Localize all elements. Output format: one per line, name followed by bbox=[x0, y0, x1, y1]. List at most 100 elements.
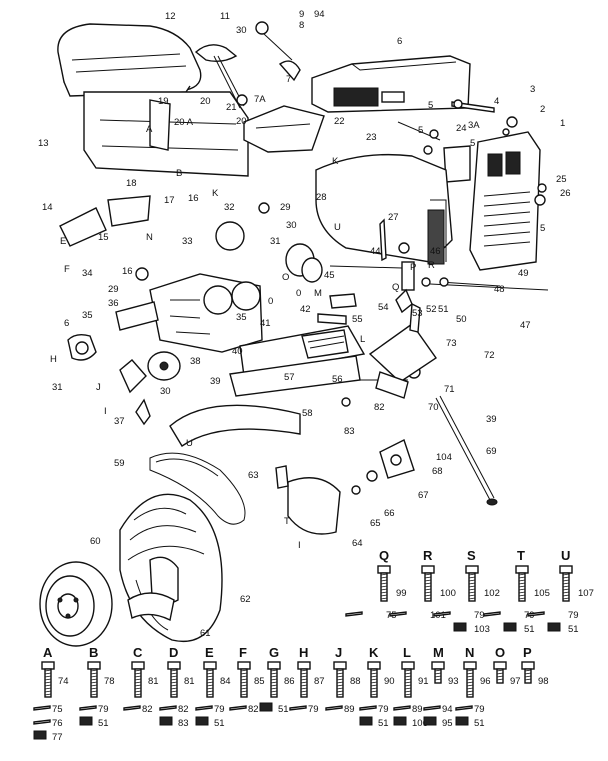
callout-66: 66 bbox=[384, 508, 395, 519]
hardware-part-number: 90 bbox=[384, 676, 395, 687]
hardware-part-number: 81 bbox=[184, 676, 195, 687]
callout-5d: 5 bbox=[540, 223, 545, 234]
callout-59: 59 bbox=[114, 458, 125, 469]
callout-49: 49 bbox=[518, 268, 529, 279]
hardware-sub-part: 51 bbox=[98, 718, 109, 729]
callout-62: 62 bbox=[240, 594, 251, 605]
hardware-sub-part: 89 bbox=[344, 704, 355, 715]
hardware-sub-part: 77 bbox=[52, 732, 63, 743]
hardware-part-number: 97 bbox=[510, 676, 521, 687]
callout-21: 21 bbox=[226, 102, 237, 113]
callout-3a: 3A bbox=[468, 120, 480, 131]
hardware-part-number: 87 bbox=[314, 676, 325, 687]
hardware-letter: H bbox=[299, 645, 308, 660]
hardware-letter: F bbox=[239, 645, 247, 660]
callout-34: 34 bbox=[82, 268, 93, 279]
callout-36: 36 bbox=[108, 298, 119, 309]
callout-60: 60 bbox=[90, 536, 101, 547]
callout-72: 72 bbox=[484, 350, 495, 361]
callout-57: 57 bbox=[284, 372, 295, 383]
callout-3: 3 bbox=[530, 84, 535, 95]
ref-l: L bbox=[360, 334, 365, 345]
callout-16b: 16 bbox=[122, 266, 133, 277]
rear-fender bbox=[169, 404, 301, 447]
callout-30: 30 bbox=[236, 25, 247, 36]
hardware-sub-part: 79 bbox=[568, 610, 579, 621]
callout-17: 17 bbox=[164, 195, 175, 206]
hardware-sub-part: 51 bbox=[524, 624, 535, 635]
side-shroud bbox=[315, 153, 453, 265]
callout-24: 24 bbox=[456, 123, 467, 134]
ref-m: M bbox=[314, 288, 322, 299]
callout-55: 55 bbox=[352, 314, 363, 325]
hardware-sub-part: 51 bbox=[214, 718, 225, 729]
callout-65: 65 bbox=[370, 518, 381, 529]
callout-16: 16 bbox=[188, 193, 199, 204]
callout-47: 47 bbox=[520, 320, 531, 331]
ref-j: J bbox=[96, 382, 101, 393]
hardware-letter: M bbox=[433, 645, 444, 660]
callout-25: 25 bbox=[556, 174, 567, 185]
ref-q: Q bbox=[392, 282, 399, 293]
hood bbox=[311, 55, 471, 113]
steering-column bbox=[194, 21, 301, 109]
callout-19: 19 bbox=[158, 96, 169, 107]
mower-bracket bbox=[368, 323, 437, 399]
callout-1: 1 bbox=[560, 118, 565, 129]
callout-0: 0 bbox=[296, 288, 301, 299]
hardware-sub-part: 51 bbox=[378, 718, 389, 729]
hardware-part-number: 84 bbox=[220, 676, 231, 687]
hardware-sub-part: 79 bbox=[98, 704, 109, 715]
callout-44: 44 bbox=[370, 246, 381, 257]
ref-ia: I bbox=[298, 540, 301, 551]
hardware-p: P98 bbox=[521, 645, 549, 687]
belt-guard bbox=[287, 477, 341, 535]
callout-42: 42 bbox=[300, 304, 311, 315]
hardware-letter: Q bbox=[379, 548, 389, 563]
callout-31b: 31 bbox=[52, 382, 63, 393]
hardware-part-number: 105 bbox=[534, 588, 550, 599]
callout-2: 2 bbox=[540, 104, 545, 115]
callout-61: 61 bbox=[200, 628, 211, 639]
callout-20b: 20 bbox=[236, 116, 247, 127]
callout-30c: 30 bbox=[160, 386, 171, 397]
hardware-sub-part: 79 bbox=[214, 704, 225, 715]
hardware-letter: E bbox=[205, 645, 214, 660]
hardware-r: R100101 bbox=[389, 548, 456, 621]
callout-52: 52 bbox=[426, 304, 437, 315]
hardware-letter: C bbox=[133, 645, 143, 660]
hardware-part-number: 96 bbox=[480, 676, 491, 687]
hardware-sub-part: 75 bbox=[52, 704, 63, 715]
hardware-sub-part: 82 bbox=[248, 704, 259, 715]
callout-7: 7 bbox=[286, 74, 291, 85]
callout-94: 94 bbox=[314, 9, 325, 20]
hardware-letter: O bbox=[495, 645, 505, 660]
callout-0b: 0 bbox=[268, 296, 273, 307]
mount-bracket bbox=[341, 397, 415, 495]
ref-ub: U bbox=[186, 438, 193, 449]
hardware-letter: K bbox=[369, 645, 379, 660]
callout-29: 29 bbox=[280, 202, 291, 213]
callout-73: 73 bbox=[446, 338, 457, 349]
hardware-part-number: 91 bbox=[418, 676, 429, 687]
ref-h: H bbox=[50, 354, 57, 365]
ref-u: U bbox=[334, 222, 341, 233]
hardware-sub-part: 79 bbox=[474, 704, 485, 715]
ref-i: I bbox=[104, 406, 107, 417]
callout-4: 4 bbox=[494, 96, 499, 107]
callout-20: 20 bbox=[200, 96, 211, 107]
callout-64: 64 bbox=[352, 538, 363, 549]
callout-37: 37 bbox=[114, 416, 125, 427]
hardware-sub-part: 79 bbox=[474, 610, 485, 621]
callout-67: 67 bbox=[418, 490, 429, 501]
callout-69: 69 bbox=[486, 446, 497, 457]
pulley-assembly bbox=[119, 243, 323, 394]
hardware-part-number: 88 bbox=[350, 676, 361, 687]
rear-wheel bbox=[39, 561, 113, 647]
